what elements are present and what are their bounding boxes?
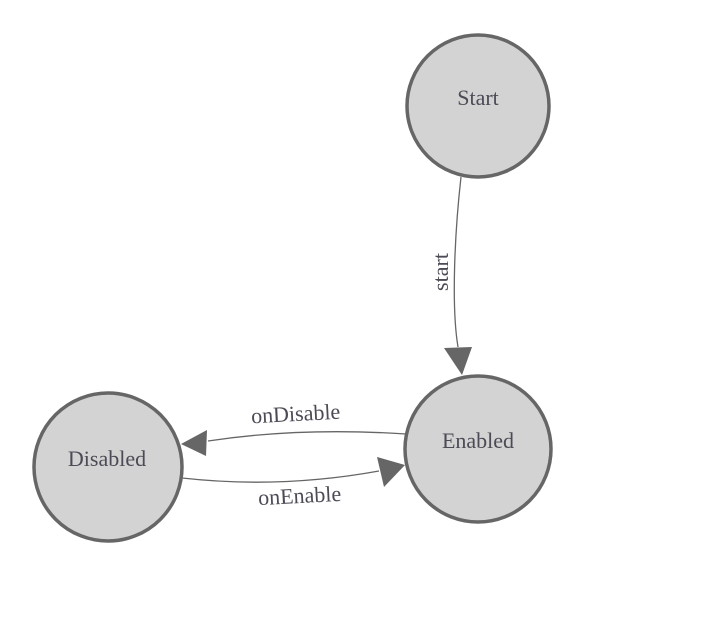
- node-enabled-label: Enabled: [442, 428, 514, 453]
- edge-start-label: start: [428, 253, 453, 291]
- edge-start-arrowhead: [444, 347, 472, 375]
- edge-ondisable-arrowhead: [181, 430, 207, 456]
- edge-ondisable-line: [207, 431, 407, 442]
- edge-onenable: onEnable: [181, 457, 405, 510]
- node-start: Start: [405, 33, 551, 179]
- edge-onenable-label: onEnable: [257, 481, 341, 510]
- edge-onenable-arrowhead: [377, 457, 405, 487]
- node-enabled-circle: [403, 374, 553, 524]
- node-enabled: Enabled: [403, 374, 553, 524]
- edge-ondisable-label: onDisable: [250, 399, 340, 429]
- node-start-circle: [405, 33, 551, 179]
- edge-start-line: [453, 176, 462, 348]
- node-disabled: Disabled: [32, 391, 184, 543]
- edge-start-to-enabled: start: [428, 176, 472, 375]
- node-disabled-circle: [32, 391, 184, 543]
- node-start-label: Start: [457, 85, 499, 110]
- node-disabled-label: Disabled: [68, 446, 146, 471]
- edge-onenable-line: [181, 470, 380, 483]
- edge-ondisable: onDisable: [181, 399, 407, 456]
